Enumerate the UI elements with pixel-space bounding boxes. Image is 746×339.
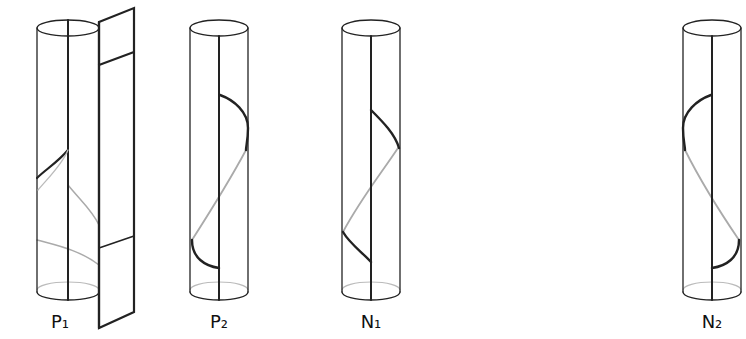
figure-label: P₂ xyxy=(210,312,228,332)
cylinder-n2 xyxy=(683,20,741,300)
cylinder-p2 xyxy=(190,20,248,300)
cylinder-n1 xyxy=(342,20,400,300)
figure-label: N₁ xyxy=(361,312,382,332)
figure-label: P₁ xyxy=(51,312,69,332)
cylinder-p1 xyxy=(37,8,134,328)
figure-label: N₂ xyxy=(702,312,723,332)
